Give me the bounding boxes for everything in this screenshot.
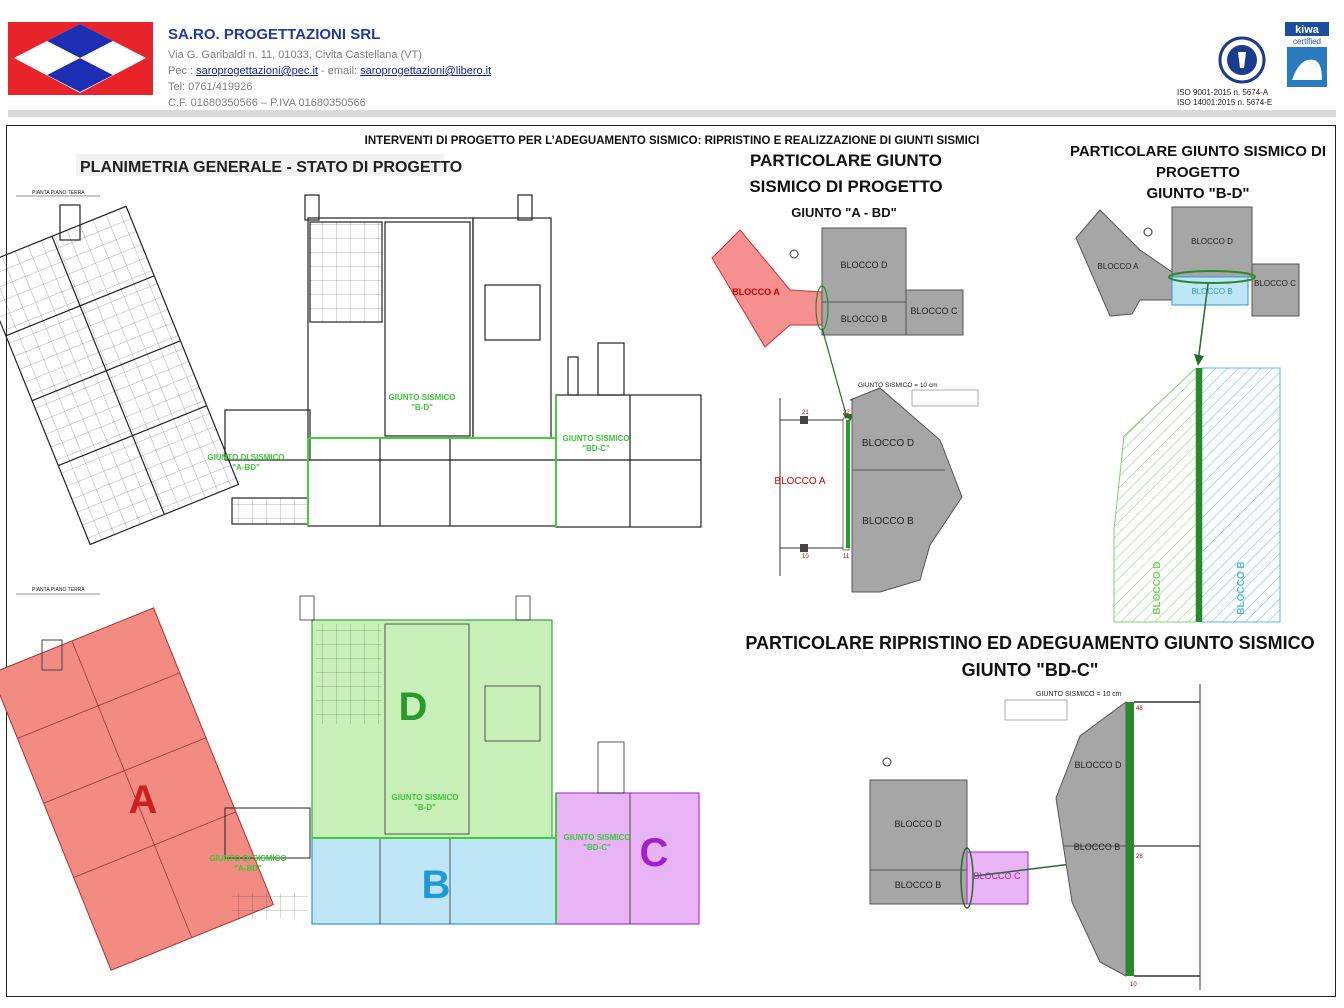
zone-a <box>0 607 275 971</box>
abd-detail-blocco-d: BLOCCO D <box>862 438 914 449</box>
abd-blocco-a: BLOCCO A <box>732 287 780 297</box>
bot-giunto-abd-1: GIUNTO DI SISMICO <box>209 854 286 863</box>
bdc-n28: 28 <box>1136 854 1143 860</box>
bdc-n10: 10 <box>1130 982 1137 988</box>
bd-blocco-d: BLOCCO D <box>1191 237 1233 246</box>
bd-hatch-b-label: BLOCCO B <box>1236 561 1247 614</box>
abd-giunto-label: GIUNTO SISMICO = 10 cm <box>858 382 938 389</box>
kiwa-certified: certified <box>1293 37 1321 46</box>
drawing-frame <box>6 125 1336 997</box>
abd-n10: 10 <box>802 554 809 560</box>
bdc-blocco-d: BLOCCO D <box>894 819 942 829</box>
bd-blocco-d-shape <box>1171 206 1253 278</box>
main-title: INTERVENTI DI PROGETTO PER L’ADEGUAMENTO… <box>365 135 980 147</box>
detail-bd-title-1: PARTICOLARE GIUNTO SISMICO DI <box>1070 143 1326 160</box>
abd-blocco-b: BLOCCO B <box>841 314 888 324</box>
abd-detail-blocco-b: BLOCCO B <box>862 516 914 527</box>
detail-abd-title-2: SISMICO DI PROGETTO <box>749 177 942 196</box>
detail-bd-subtitle: GIUNTO "B-D" <box>1146 185 1249 202</box>
bdc-n48: 48 <box>1136 706 1143 712</box>
plan-title: PLANIMETRIA GENERALE - STATO DI PROGETTO <box>80 159 462 176</box>
bd-blocco-b: BLOCCO B <box>1191 287 1232 296</box>
bdc-giunto-label: GIUNTO SISMICO = 10 cm <box>1036 691 1122 698</box>
bot-giunto-bdc-2: "BD-C" <box>583 843 611 852</box>
plan-bottom: PIANTA PIANO TERRA D A B C GIUNTO SISMIC… <box>0 587 700 971</box>
top-giunto-bd-1: GIUNTO SISMICO <box>389 393 456 402</box>
company-info: SA.RO. PROGETTAZIONI SRL Via G. Garibald… <box>168 26 491 111</box>
pec-email-link[interactable]: saroprogettazioni@pec.it <box>196 65 318 77</box>
abd-blocco-d: BLOCCO D <box>840 260 888 270</box>
detail-bd-title-2: PROGETTO <box>1156 164 1240 181</box>
plan-top-joint-labels: GIUNTO SISMICO "B-D" GIUNTO DI SISMICO "… <box>207 393 629 472</box>
top-giunto-abd-1: GIUNTO DI SISMICO <box>207 453 284 462</box>
bd-hatch-d-label: BLOCCO D <box>1152 561 1163 614</box>
detail-bd: PARTICOLARE GIUNTO SISMICO DI PROGETTO G… <box>1070 143 1326 623</box>
plan-top-joints <box>307 395 557 527</box>
zone-a-letter: A <box>129 778 158 822</box>
company-tel: Tel: 0761/419926 <box>168 81 253 93</box>
bot-giunto-bd-2: "B-D" <box>414 803 436 812</box>
detail-abd-title-1: PARTICOLARE GIUNTO <box>750 151 942 170</box>
detail-bdc: PARTICOLARE RIPRISTINO ED ADEGUAMENTO GI… <box>745 633 1315 990</box>
bdc-detail-blocco-b: BLOCCO B <box>1074 842 1121 852</box>
zone-c-letter: C <box>640 831 669 875</box>
detail-abd-subtitle: GIUNTO "A - BD" <box>791 205 897 220</box>
bot-giunto-bd-1: GIUNTO SISMICO <box>392 793 459 802</box>
header-divider <box>8 110 1336 117</box>
zone-c <box>555 792 700 925</box>
email-prefix: - email: <box>317 65 361 77</box>
bd-blocco-a: BLOCCO A <box>1098 262 1140 271</box>
bdc-blocco-c-shape <box>966 851 1029 905</box>
kiwa-word: kiwa <box>1295 24 1320 36</box>
zone-b-letter: B <box>422 863 451 907</box>
bdc-blocco-c: BLOCCO C <box>973 871 1021 881</box>
detail-bdc-title-1: PARTICOLARE RIPRISTINO ED ADEGUAMENTO GI… <box>745 633 1314 653</box>
iso-14001: ISO 14001:2015 n. 5674-E <box>1177 98 1273 107</box>
bdc-blocco-d-shape <box>869 779 968 871</box>
bdc-blocco-b: BLOCCO B <box>895 880 942 890</box>
bd-blocco-c: BLOCCO C <box>1254 279 1296 288</box>
company-logo <box>8 22 153 95</box>
bot-giunto-bdc-1: GIUNTO SISMICO <box>564 833 631 842</box>
company-name: SA.RO. PROGETTAZIONI SRL <box>168 26 381 43</box>
bd-hatch-b <box>1201 367 1281 623</box>
top-giunto-bd-2: "B-D" <box>411 403 433 412</box>
abd-blocco-db-block <box>849 387 963 593</box>
plan-top: PIANTA PIANO TERRA <box>0 190 702 546</box>
bot-giunto-abd-2: "A-BD" <box>234 864 262 873</box>
pec-prefix: Pec : <box>168 65 197 77</box>
plan-top-caption: PIANTA PIANO TERRA <box>32 190 85 196</box>
abd-n22: 22 <box>843 410 850 416</box>
abd-n11: 11 <box>843 554 850 560</box>
letterhead: SA.RO. PROGETTAZIONI SRL Via G. Garibald… <box>0 0 1344 117</box>
bdc-blocco-b-shape <box>869 869 968 905</box>
iso-9001: ISO 9001-2015 n. 5674-A <box>1177 88 1269 97</box>
top-giunto-bdc-1: GIUNTO SISMICO <box>563 434 630 443</box>
abd-n21: 21 <box>802 410 809 416</box>
bd-joint-marker <box>1168 270 1256 284</box>
company-address: Via G. Garibaldi n. 11, 01033, Civita Ca… <box>168 49 422 61</box>
accredia-seal <box>1218 36 1266 84</box>
iso-certifications: ISO 9001-2015 n. 5674-A ISO 14001:2015 n… <box>1177 88 1272 108</box>
detail-abd: PARTICOLARE GIUNTO SISMICO DI PROGETTO G… <box>711 151 979 593</box>
plan-title-box: PLANIMETRIA GENERALE - STATO DI PROGETTO <box>76 154 462 176</box>
detail-bdc-title-2: GIUNTO "BD-C" <box>962 660 1099 680</box>
plan-bottom-caption: PIANTA PIANO TERRA <box>32 587 85 593</box>
abd-blocco-d-shape <box>821 227 907 303</box>
abd-blocco-c-shape <box>905 289 964 336</box>
company-contacts: Pec : saroprogettazioni@pec.it - email: … <box>168 63 491 79</box>
zone-d-letter: D <box>399 685 428 729</box>
abd-blocco-c: BLOCCO C <box>910 306 958 316</box>
kiwa-logo: kiwa certified <box>1284 22 1330 98</box>
bdc-joint-marker <box>960 847 974 909</box>
company-fiscal: C.F. 01680350566 – P.IVA 01680350566 <box>168 97 366 109</box>
abd-detail-blocco-a: BLOCCO A <box>774 476 825 487</box>
top-giunto-bdc-2: "BD-C" <box>582 444 610 453</box>
bd-blocco-c-shape <box>1251 263 1300 317</box>
bdc-blocco-db-block <box>1055 701 1127 977</box>
bdc-detail-blocco-d: BLOCCO D <box>1074 760 1122 770</box>
top-giunto-abd-2: "A-BD" <box>232 463 260 472</box>
email-link[interactable]: saroprogettazioni@libero.it <box>360 65 492 77</box>
